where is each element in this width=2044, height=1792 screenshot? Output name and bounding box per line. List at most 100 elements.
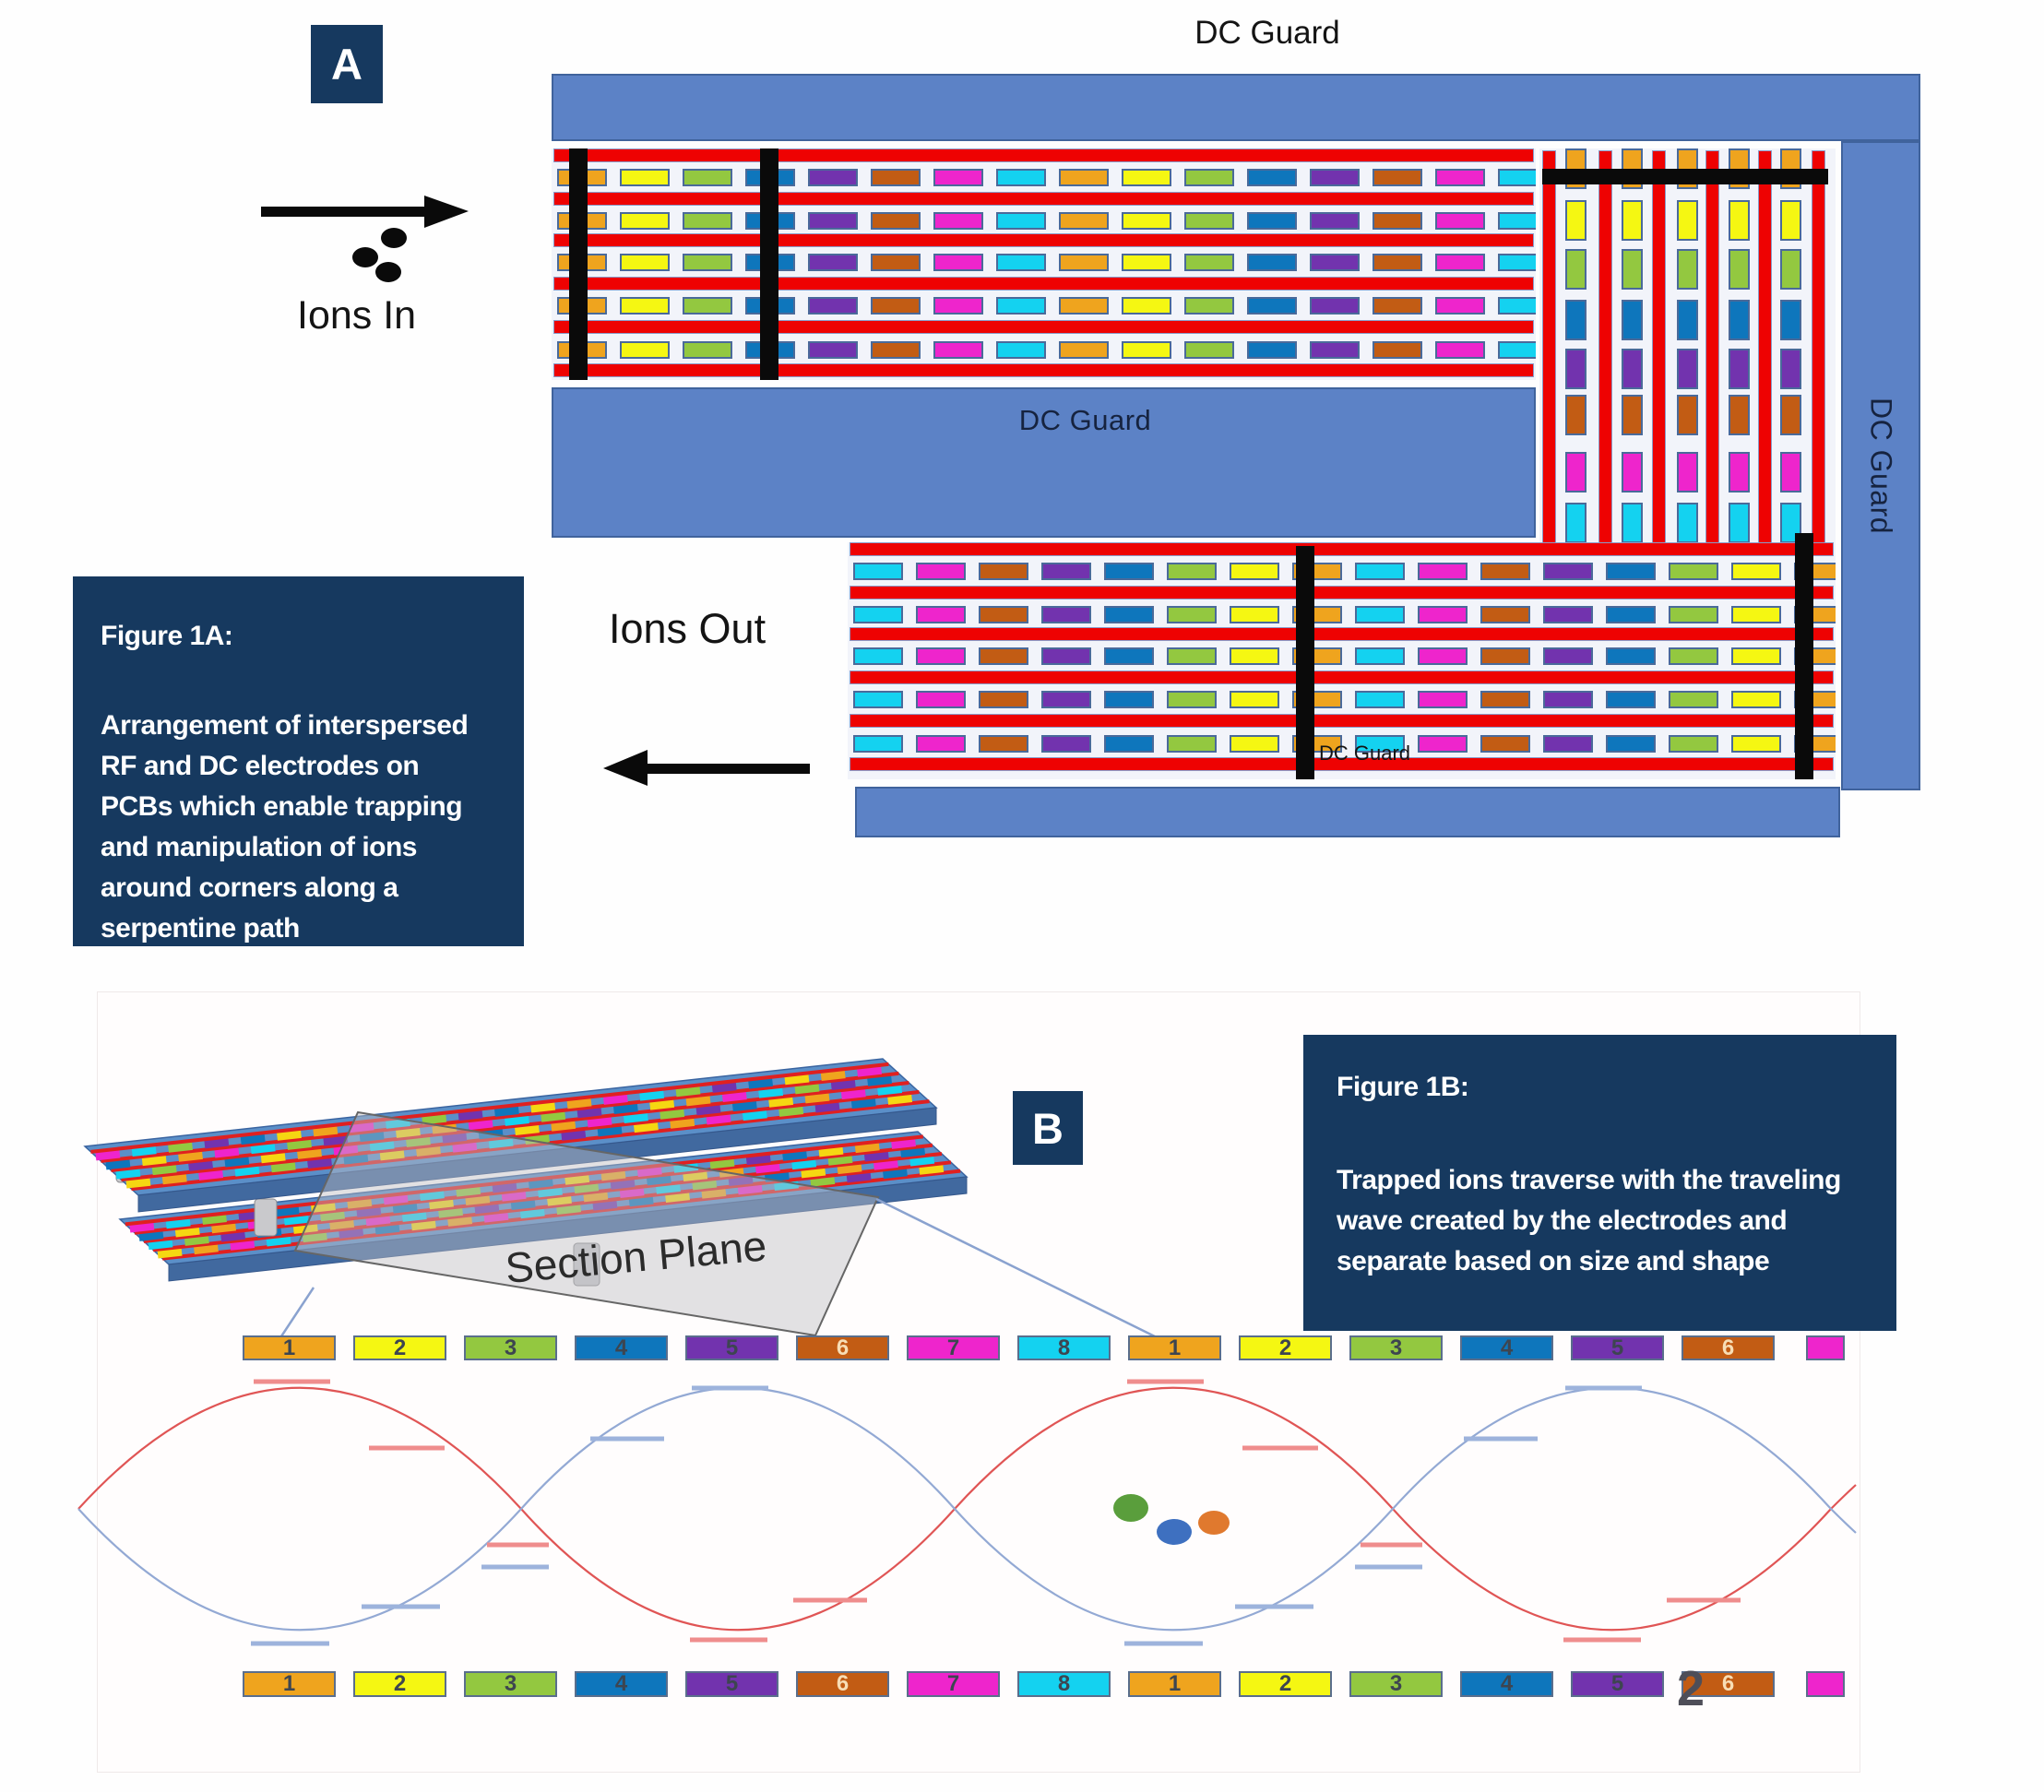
tw-electrode-vertical xyxy=(1677,249,1698,290)
tw-electrode xyxy=(1435,254,1485,271)
numbered-electrode: 2 xyxy=(353,1335,446,1360)
tw-electrode xyxy=(1230,563,1279,580)
tw-electrode xyxy=(1731,647,1781,665)
dc-guard-bar-middle: DC Guard xyxy=(552,387,1536,538)
tw-electrode xyxy=(1122,297,1171,314)
pcb-corner-section xyxy=(1539,148,1836,546)
board-electrode-segment xyxy=(728,1175,754,1187)
numbered-electrode-partial xyxy=(1806,1671,1845,1697)
board-electrode-segment xyxy=(731,1100,757,1112)
spacer-post xyxy=(254,1198,278,1237)
board-electrode-segment xyxy=(105,1158,131,1170)
tw-electrode xyxy=(1606,647,1656,665)
board-electrode-segment xyxy=(784,1074,810,1086)
board-electrode-segment xyxy=(655,1182,681,1194)
board-electrode-segment xyxy=(801,1167,826,1179)
tw-electrode-vertical xyxy=(1565,300,1586,340)
tw-electrode xyxy=(871,297,921,314)
ions-in-label: Ions In xyxy=(297,293,417,338)
tw-electrode xyxy=(1669,735,1718,753)
dc-guard-bar-right: DC Guard xyxy=(1841,141,1920,790)
board-electrode-segment xyxy=(636,1166,662,1178)
rf-electrode-stripe-vertical xyxy=(1812,150,1825,544)
board-electrode-segment xyxy=(161,1173,187,1185)
board-electrode-segment xyxy=(458,1110,483,1121)
tw-electrode xyxy=(1373,297,1422,314)
tw-electrode xyxy=(620,169,670,186)
tw-electrode-vertical xyxy=(1622,249,1643,290)
tw-electrode xyxy=(808,341,858,359)
board-electrode-segment xyxy=(95,1149,121,1161)
board-electrode-segment xyxy=(405,1136,431,1147)
dc-bar-corner xyxy=(1542,169,1828,184)
tw-electrode xyxy=(979,691,1028,708)
tw-electrode-vertical xyxy=(1565,452,1586,493)
board-electrode-segment xyxy=(742,1110,767,1121)
board-electrode-segment xyxy=(138,1230,164,1241)
tw-electrode xyxy=(1669,647,1718,665)
board-electrode-segment xyxy=(129,1221,155,1233)
board-electrode-segment xyxy=(721,1091,747,1102)
upper-pcb-board xyxy=(83,1058,938,1213)
board-electrode-segment xyxy=(320,1210,345,1222)
rf-electrode-stripe xyxy=(850,542,1834,556)
board-electrode-segment xyxy=(240,1133,266,1145)
tw-electrode xyxy=(620,297,670,314)
tw-electrode xyxy=(1669,606,1718,623)
tw-electrode xyxy=(1167,606,1217,623)
figure-1a-caption-title: Figure 1A: xyxy=(101,621,233,651)
board-electrode-segment xyxy=(359,1131,385,1143)
board-electrode-segment xyxy=(768,1096,794,1108)
tw-electrode xyxy=(1606,563,1656,580)
board-electrode-segment xyxy=(919,1163,945,1175)
tw-electrode xyxy=(1167,691,1217,708)
board-electrode-segment xyxy=(270,1161,296,1173)
board-electrode-segment xyxy=(260,1152,286,1164)
tw-electrode-vertical xyxy=(1677,395,1698,435)
board-electrode-segment xyxy=(230,1240,256,1251)
tw-electrode xyxy=(1355,735,1405,753)
board-electrode-segment xyxy=(794,1083,820,1095)
tw-electrode xyxy=(1230,606,1279,623)
ions-out-arrow xyxy=(603,750,810,786)
tw-electrode xyxy=(1104,563,1154,580)
rf-electrode-stripe-vertical xyxy=(1542,150,1556,544)
board-electrode-segment xyxy=(909,1155,935,1167)
tw-electrode xyxy=(1184,254,1234,271)
board-electrode-segment xyxy=(302,1231,327,1243)
rf-electrode-stripe xyxy=(553,148,1534,162)
ion-dot-0 xyxy=(1113,1494,1148,1522)
tw-electrode-vertical xyxy=(1677,452,1698,493)
board-electrode-segment xyxy=(583,1191,609,1203)
tw-electrode-vertical xyxy=(1677,300,1698,340)
board-electrode-segment xyxy=(385,1117,410,1129)
tw-electrode xyxy=(620,341,670,359)
numbered-electrode: 1 xyxy=(243,1671,336,1697)
tw-electrode xyxy=(1373,341,1422,359)
tw-electrode xyxy=(916,606,966,623)
tw-electrode xyxy=(1435,341,1485,359)
tw-electrode xyxy=(933,212,983,230)
numbered-electrode: 7 xyxy=(907,1671,1000,1697)
tw-electrode xyxy=(1041,647,1091,665)
board-rf-stripe xyxy=(121,1090,920,1182)
tw-electrode-vertical xyxy=(1565,395,1586,435)
tw-electrode xyxy=(1435,212,1485,230)
board-electrode-segment xyxy=(541,1110,566,1122)
tw-electrode xyxy=(871,254,921,271)
board-electrode-segment xyxy=(877,1085,903,1096)
tw-electrode xyxy=(1041,691,1091,708)
board-electrode-segment xyxy=(374,1223,400,1235)
tw-electrode-vertical xyxy=(1565,249,1586,290)
board-electrode-segment xyxy=(438,1206,463,1218)
rf-electrode-stripe xyxy=(850,671,1834,684)
tw-electrode xyxy=(1498,212,1536,230)
board-electrode-segment xyxy=(782,1149,808,1161)
tw-electrode xyxy=(1418,735,1468,753)
tw-electrode xyxy=(620,212,670,230)
numbered-electrode: 6 xyxy=(796,1671,889,1697)
board-electrode-segment xyxy=(369,1140,395,1152)
tw-electrode xyxy=(1418,606,1468,623)
board-electrode-segment xyxy=(214,1146,240,1158)
